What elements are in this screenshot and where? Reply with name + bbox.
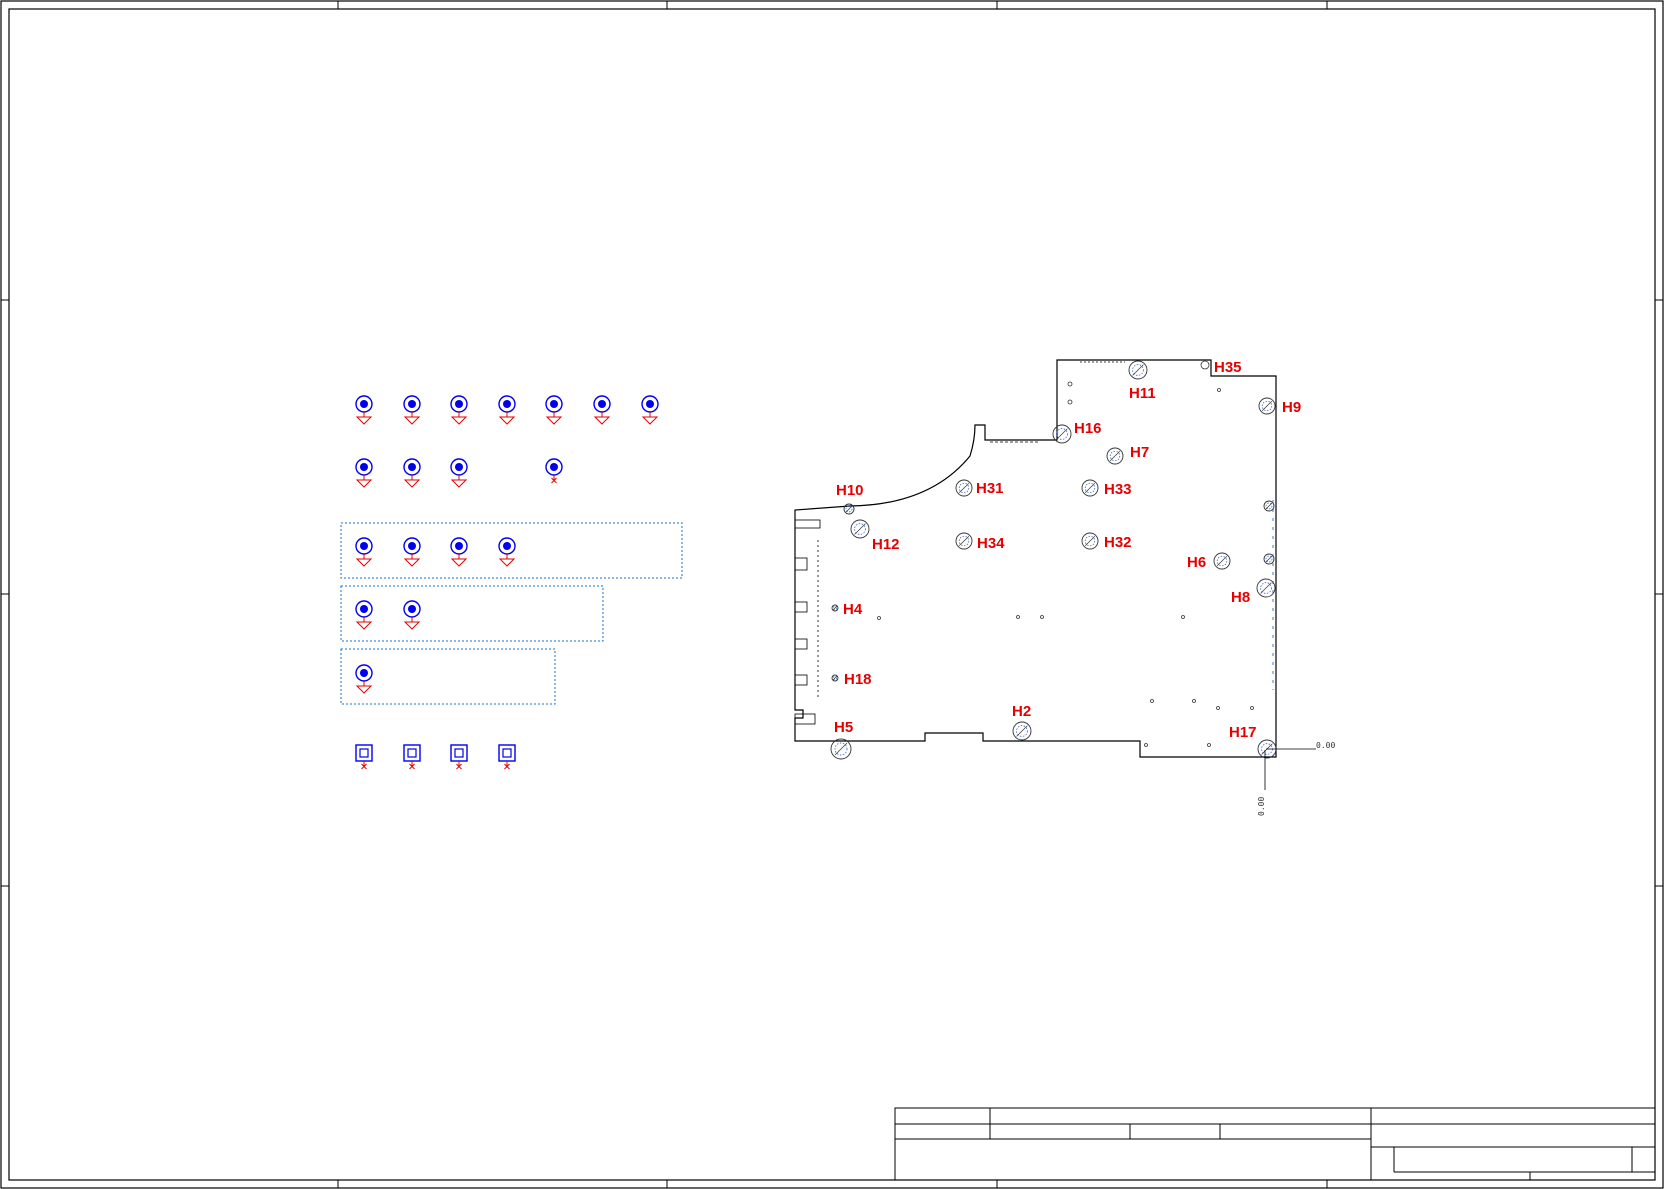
board-hole-13 [831, 674, 839, 682]
grounded-hole-symbol-10 [355, 537, 373, 567]
group-box-3 [340, 648, 556, 705]
hole-label-h4: H4 [843, 601, 863, 618]
hole-label-h10: H10 [836, 482, 864, 499]
hole-label-h32: H32 [1104, 534, 1132, 551]
grounded-hole-symbol-7 [355, 458, 373, 488]
hole-label-h12: H12 [872, 536, 900, 553]
y-origin-label: 0.00 [1257, 797, 1266, 816]
hole-label-h9: H9 [1282, 399, 1301, 416]
board-hole-1 [1258, 397, 1276, 415]
board-hole-0 [1128, 360, 1148, 380]
grounded-hole-symbol-15 [403, 600, 421, 630]
hole-label-h16: H16 [1074, 420, 1102, 437]
board-vias [877, 360, 1254, 747]
hole-label-h7: H7 [1130, 444, 1149, 461]
grounded-hole-symbol-9 [450, 458, 468, 488]
board-hole-11 [1256, 578, 1276, 598]
board-hole-17 [1263, 500, 1275, 512]
board-hole-4 [843, 503, 855, 515]
square-pad-symbols [355, 744, 516, 770]
x-origin-label: 0.00 [1316, 741, 1335, 750]
grounded-hole-symbols [355, 395, 659, 694]
grounded-hole-symbol-12 [450, 537, 468, 567]
hole-label-h17: H17 [1229, 724, 1257, 741]
board-hole-2 [1052, 424, 1072, 444]
board-hole-14 [1012, 721, 1032, 741]
board-hole-3 [1106, 447, 1124, 465]
board-hole-9 [1081, 532, 1099, 550]
grounded-hole-symbol-16 [355, 664, 373, 694]
hole-label-h35: H35 [1214, 359, 1242, 376]
unconnected-hole-symbol-0 [545, 458, 563, 484]
board-outline [794, 359, 1277, 758]
grounded-hole-symbol-2 [450, 395, 468, 425]
hole-label-h34: H34 [977, 535, 1005, 552]
unconnected-hole-symbols [545, 458, 563, 484]
board-edge-connectors [794, 361, 1274, 725]
hole-label-h6: H6 [1187, 554, 1206, 571]
board-hole-18 [1263, 553, 1275, 565]
grounded-hole-symbol-0 [355, 395, 373, 425]
hole-label-h2: H2 [1012, 703, 1031, 720]
hole-label-h11: H11 [1129, 385, 1156, 402]
group-box-2 [340, 585, 604, 642]
hole-labels: H35 H11 H9 H16 H7 H10 H31 H33 H12 H34 H3… [834, 359, 1301, 741]
grounded-hole-symbol-6 [641, 395, 659, 425]
grounded-hole-symbol-4 [545, 395, 563, 425]
hole-label-h18: H18 [844, 671, 872, 688]
grounded-hole-symbol-11 [403, 537, 421, 567]
hole-label-h31: H31 [976, 480, 1004, 497]
grounded-hole-symbol-1 [403, 395, 421, 425]
hole-label-h5: H5 [834, 719, 853, 736]
board-hole-12 [831, 604, 839, 612]
grounded-hole-symbol-5 [593, 395, 611, 425]
board-hole-7 [850, 519, 870, 539]
grounded-hole-symbol-13 [498, 537, 516, 567]
title-block [894, 1107, 1656, 1181]
origin-dimensions: 0.00 0.00 [1257, 741, 1335, 816]
board-hole-5 [955, 479, 973, 497]
grounded-hole-symbol-14 [355, 600, 373, 630]
square-pad-symbol-1 [403, 744, 421, 770]
board-hole-8 [955, 532, 973, 550]
board-hole-6 [1081, 479, 1099, 497]
hole-label-h8: H8 [1231, 589, 1250, 606]
group-boxes [340, 522, 683, 705]
board-mounting-holes [830, 360, 1277, 760]
grounded-hole-symbol-3 [498, 395, 516, 425]
board-hole-15 [830, 738, 852, 760]
hole-label-h33: H33 [1104, 481, 1132, 498]
board-hole-10 [1213, 552, 1231, 570]
grounded-hole-symbol-8 [403, 458, 421, 488]
square-pad-symbol-3 [498, 744, 516, 770]
group-box-1 [340, 522, 683, 579]
square-pad-symbol-0 [355, 744, 373, 770]
square-pad-symbol-2 [450, 744, 468, 770]
